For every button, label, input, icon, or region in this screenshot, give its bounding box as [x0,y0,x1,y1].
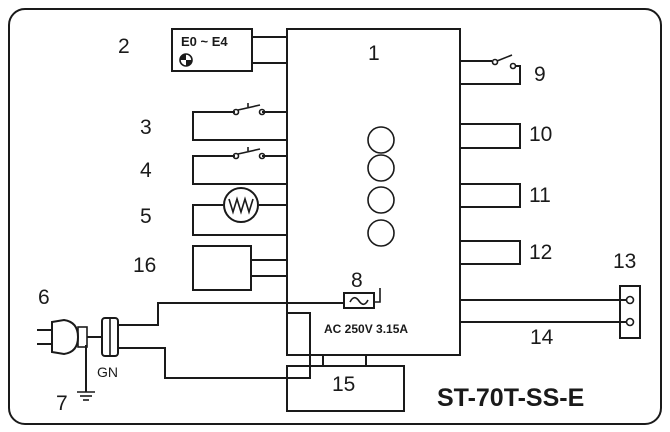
component-9-switch [460,54,521,85]
label-5: 5 [140,205,152,228]
ground-label: GN [97,364,118,380]
half-filled-circle-icon [179,53,193,67]
component-5-heater [192,187,287,236]
label-2: 2 [118,35,130,58]
component-8-fuse: AC 250V 3.15A [324,288,408,336]
component-11-output [460,183,521,208]
label-4: 4 [140,159,152,182]
component-3-switch [192,103,287,141]
label-11: 11 [529,184,551,207]
label-12: 12 [529,241,552,264]
heating-element-icon [223,187,259,223]
outer-frame [8,8,662,425]
label-7: 7 [56,392,68,415]
component-16-box [192,245,287,291]
power-wiring [118,302,344,379]
label-13: 13 [613,250,636,273]
component-10-output [460,123,521,149]
component-4-switch [192,147,287,185]
component-15-box [286,355,405,412]
indicator-circles [367,126,395,247]
component-14-wires [460,299,626,323]
component-13-terminal-block [619,285,641,339]
indicator-circle [367,186,395,214]
component-12-output [460,240,521,265]
label-1: 1 [368,42,380,65]
component-2-sensor-box: E0 ~ E4 [171,28,287,72]
label-6: 6 [38,286,50,309]
ground-icon [77,345,95,401]
label-16: 16 [133,254,156,277]
label-8: 8 [351,269,363,292]
label-15: 15 [332,373,355,396]
label-14: 14 [530,326,554,349]
indicator-circle [367,154,395,182]
model-name: ST-70T-SS-E [437,384,584,412]
label-10: 10 [529,123,552,146]
label-9: 9 [534,63,546,86]
controller-board [286,28,461,356]
fuse-rating: AC 250V 3.15A [324,322,408,336]
display-codes: E0 ~ E4 [181,34,228,49]
indicator-circle [367,126,395,154]
indicator-circle [367,219,395,247]
fuse-icon [343,292,375,309]
label-3: 3 [140,116,152,139]
power-plug-icon [37,317,119,357]
